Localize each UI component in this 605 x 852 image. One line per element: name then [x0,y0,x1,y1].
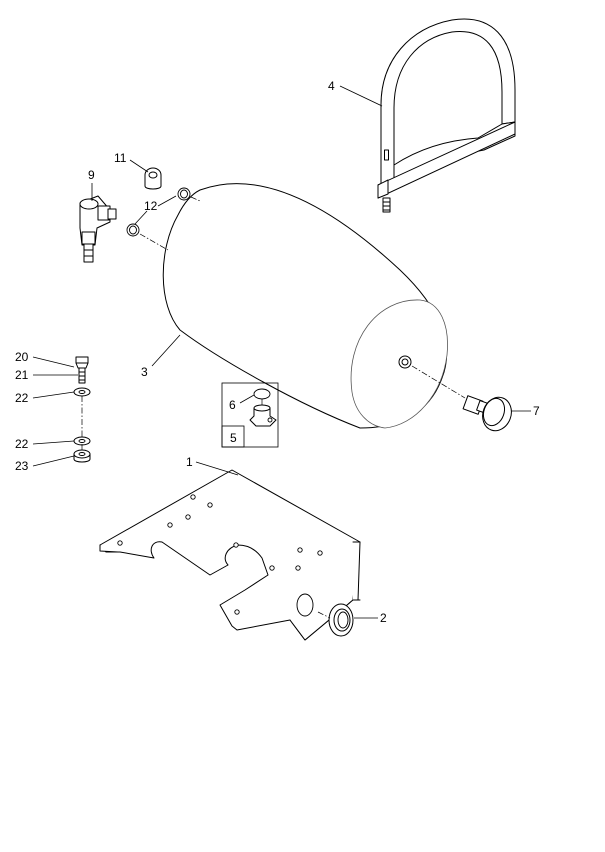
part-7-drain-valve [462,395,512,432]
callout-7: 7 [533,404,540,418]
center-lines [81,196,466,619]
parts-5-6-kit [221,382,279,448]
part-1-base-bracket [99,469,361,641]
part-4-mounting-strap [377,18,516,213]
callout-22-upper: 22 [15,391,29,405]
part-3-air-tank [162,183,448,429]
part-2-grommet [328,603,354,637]
callout-22-lower: 22 [15,437,29,451]
leader-lines [32,85,531,619]
part-9-elbow-fitting [79,195,117,263]
callout-11: 11 [114,151,127,165]
callout-21: 21 [15,368,29,382]
callout-20: 20 [15,350,29,364]
part-11-plug [144,167,162,190]
callout-12: 12 [144,199,158,213]
callout-6: 6 [229,398,236,412]
callout-labels: 1 2 3 4 5 6 7 9 11 12 20 21 22 22 23 [15,79,540,625]
parts-20-23-hardware [73,356,91,463]
callout-5: 5 [230,431,237,445]
callout-3: 3 [141,365,148,379]
part-12-sealing-rings [126,187,191,237]
callout-9: 9 [88,168,95,182]
callout-1: 1 [186,455,193,469]
callout-2: 2 [380,611,387,625]
callout-4: 4 [328,79,335,93]
callout-23: 23 [15,459,29,473]
